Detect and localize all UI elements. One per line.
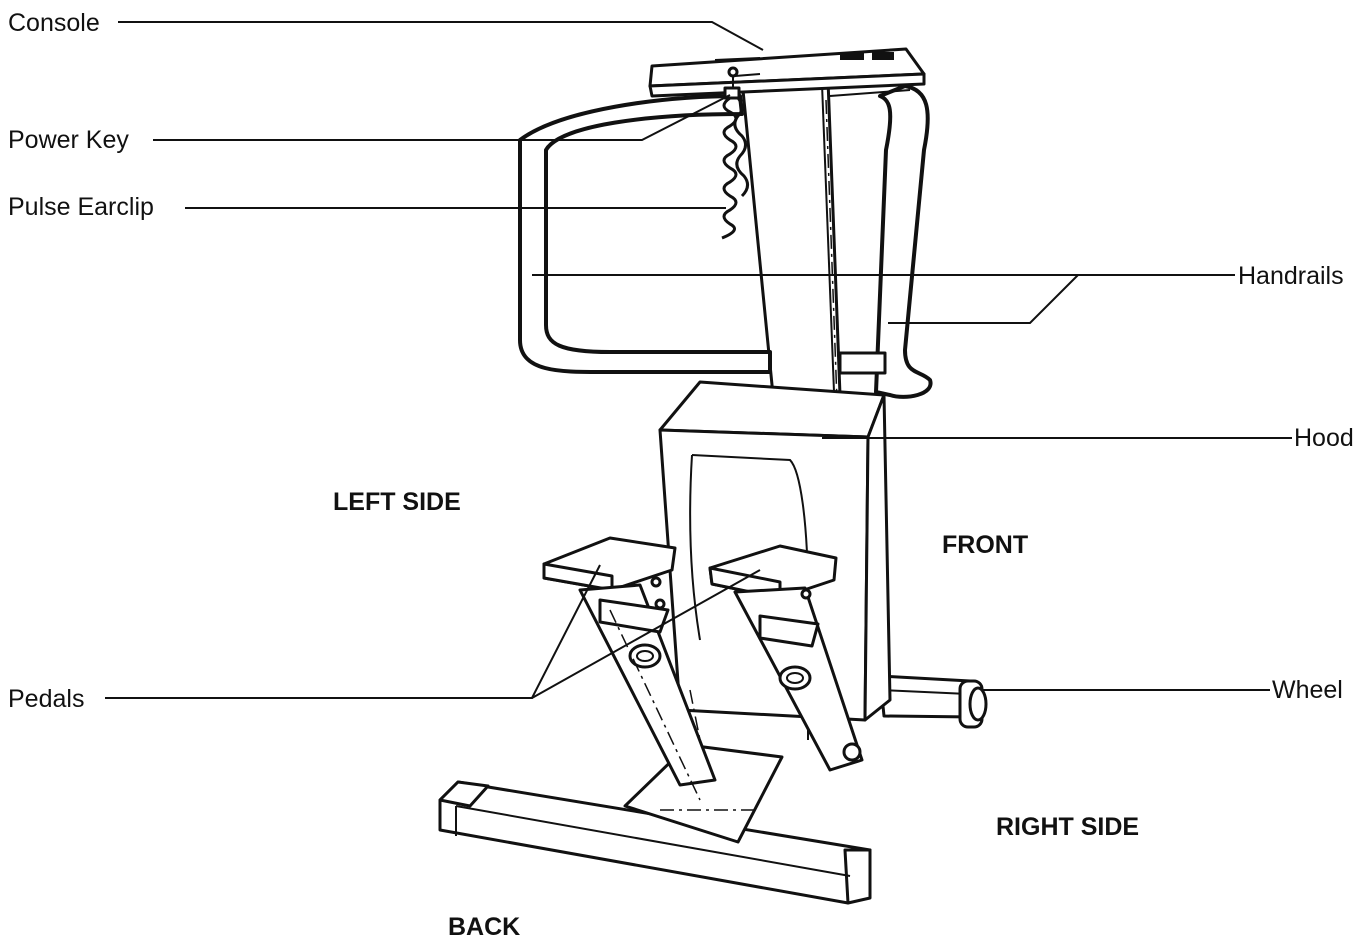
right-pedal	[708, 544, 864, 772]
power-key	[723, 66, 741, 100]
center-base-beam	[623, 743, 784, 844]
leader-lines	[105, 21, 1292, 699]
power-key-leader	[153, 94, 731, 141]
right-side-label: RIGHT SIDE	[996, 813, 1139, 841]
pedals-leader	[105, 564, 601, 699]
left-pedal	[542, 536, 717, 787]
pulse-earclip-label: Pulse Earclip	[8, 193, 154, 221]
hood-label: Hood	[1294, 424, 1354, 452]
power-key-label: Power Key	[8, 126, 129, 154]
wheel-label: Wheel	[1272, 676, 1343, 704]
console	[648, 47, 926, 98]
stepper-machine-illustration	[438, 47, 988, 905]
pedals-leader-right	[531, 569, 761, 699]
console-leader	[118, 21, 764, 51]
handrails	[518, 84, 933, 399]
front-label: FRONT	[942, 531, 1028, 559]
left-side-label: LEFT SIDE	[333, 488, 461, 516]
back-base-bar	[438, 780, 872, 905]
handrails-label: Handrails	[1238, 262, 1344, 290]
handrails-leader-right	[888, 274, 1079, 324]
wheel	[958, 679, 988, 729]
back-label: BACK	[448, 913, 520, 938]
console-label: Console	[8, 9, 100, 37]
pedals-label: Pedals	[8, 685, 84, 713]
pulse-earclip-cord	[721, 96, 749, 240]
